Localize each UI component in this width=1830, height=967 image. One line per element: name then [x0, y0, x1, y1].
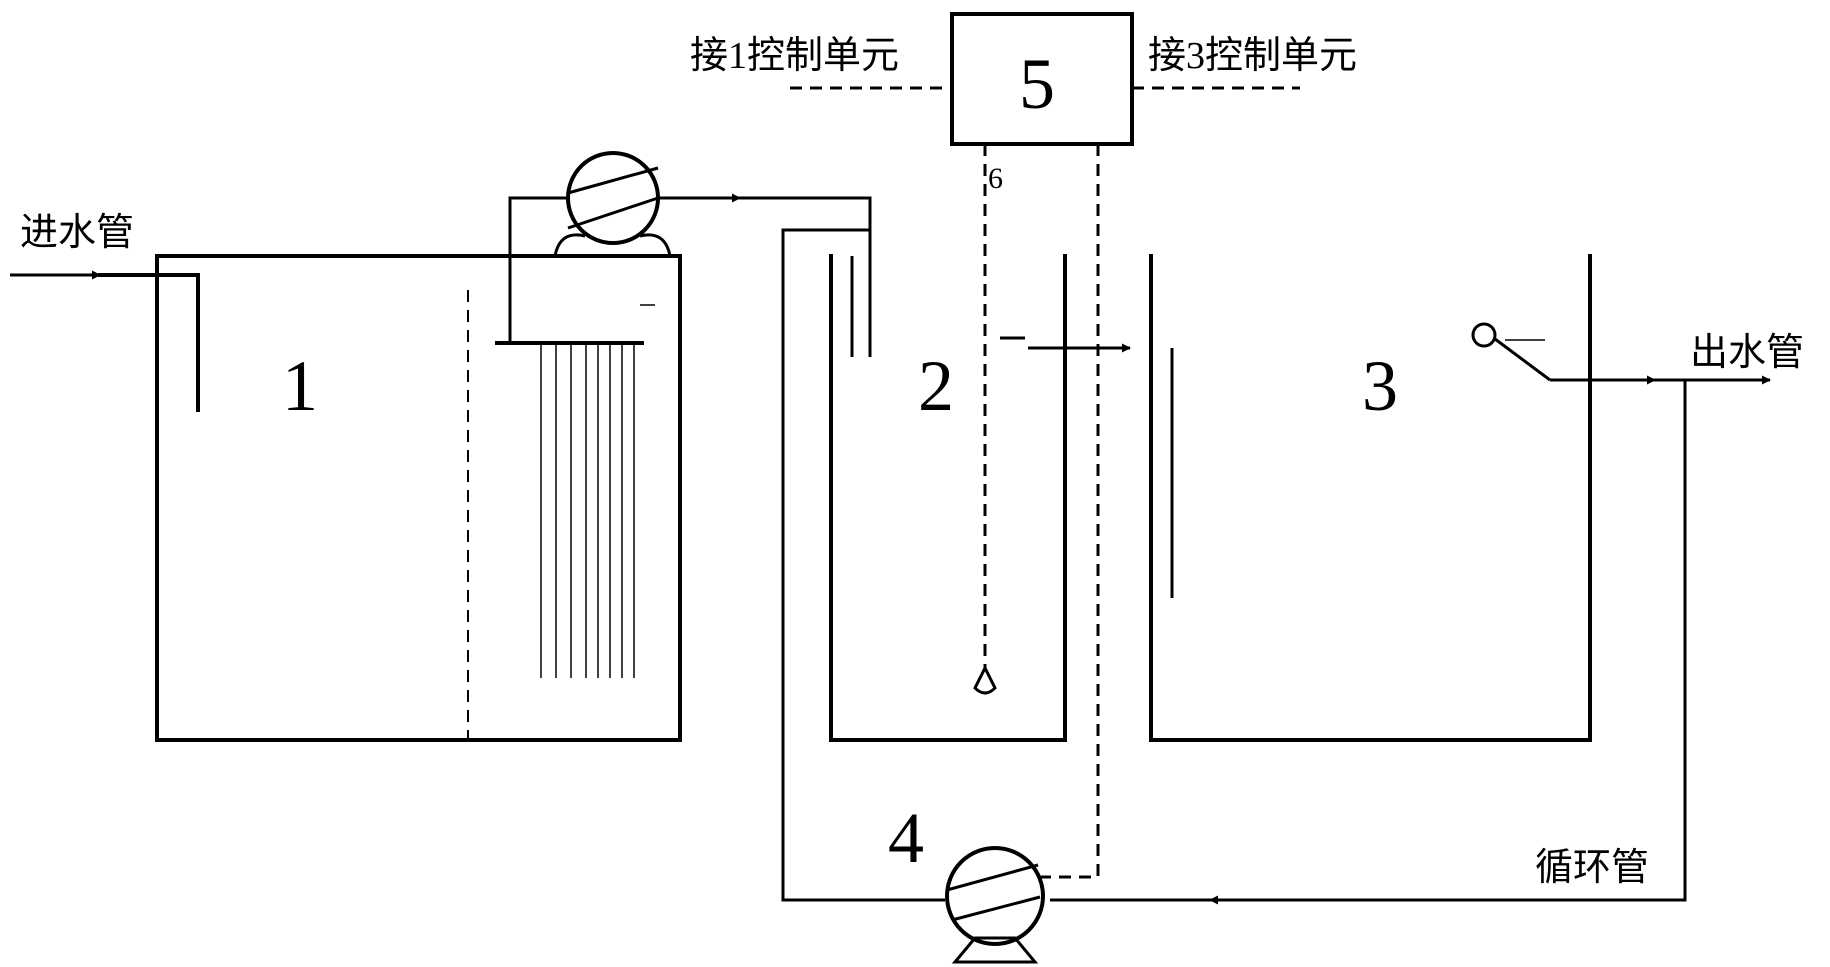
tank-1 — [155, 254, 682, 742]
circulation-pipe-label: 循环管 — [1535, 847, 1649, 889]
outlet-pipe-label: 出水管 — [1690, 332, 1804, 374]
suction-pipe — [508, 196, 568, 343]
pump-control-cable — [1040, 144, 1100, 879]
pump-4-number: 4 — [888, 798, 924, 878]
circulation-pump-base — [951, 936, 1039, 964]
float-ball-icon — [1471, 322, 1497, 348]
probe-6-number: 6 — [988, 162, 1003, 195]
tank-2 — [829, 254, 1067, 742]
pump-discharge-pipe — [740, 196, 872, 357]
tank-2-number: 2 — [918, 346, 954, 426]
circulation-pump-impeller — [946, 863, 1041, 922]
probe-sensor-icon — [973, 664, 997, 695]
suction-pump-impeller — [567, 166, 659, 230]
tank-3 — [1149, 254, 1592, 742]
inlet-pipe-label: 进水管 — [20, 212, 134, 254]
connect-unit-3-label: 接3控制单元 — [1148, 35, 1357, 77]
suction-pump-base — [553, 233, 672, 257]
circulation-pump-icon — [945, 846, 1045, 946]
float-arm — [1494, 337, 1551, 382]
circulation-pipe-feed — [781, 228, 945, 902]
tank-1-number: 1 — [282, 346, 318, 426]
tank-3-number: 3 — [1362, 346, 1398, 426]
suction-pump-icon — [566, 151, 660, 245]
controller-5-number: 5 — [1019, 44, 1055, 124]
connect-unit-1-label: 接1控制单元 — [690, 35, 899, 77]
inlet-pipe-drop — [98, 273, 200, 412]
controller-box — [950, 12, 1134, 146]
